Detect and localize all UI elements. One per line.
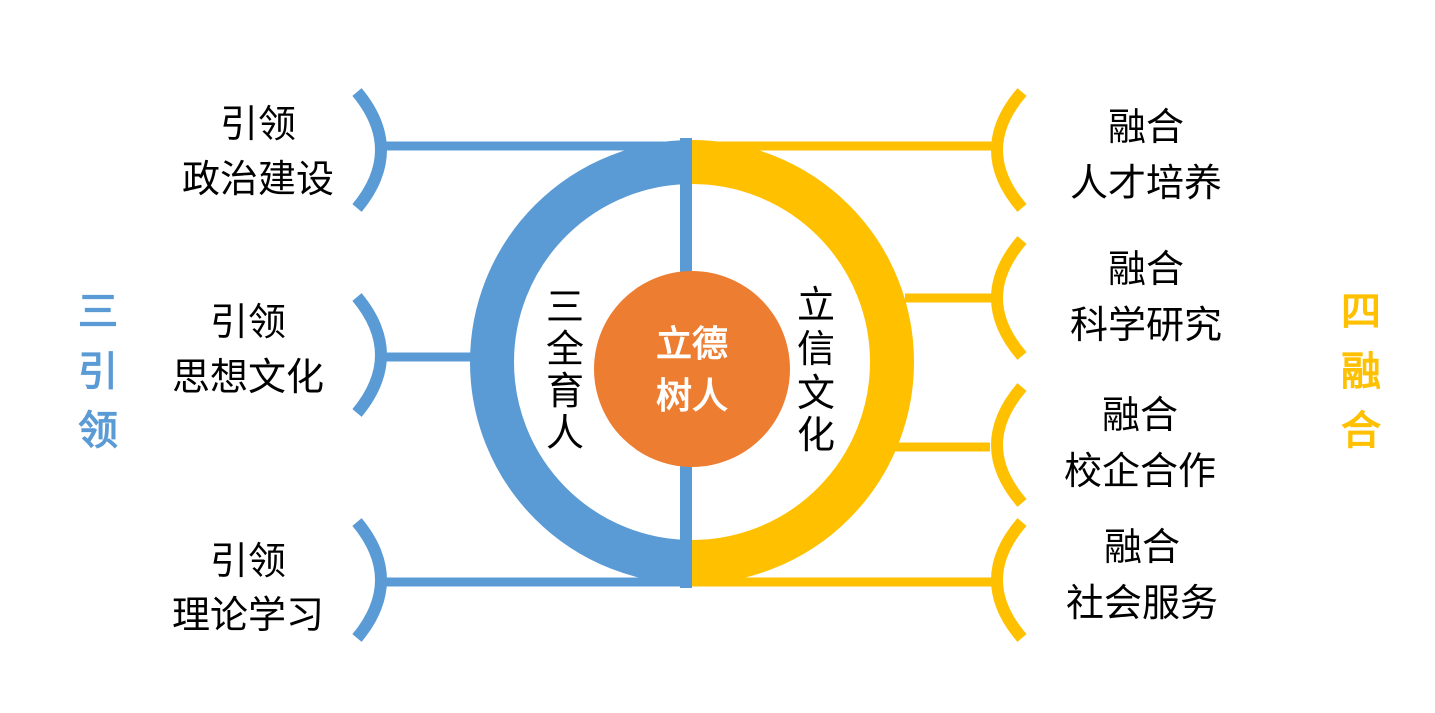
ring-char: 育: [546, 369, 584, 413]
bracket-arc: [352, 88, 387, 212]
bracket-arc: [991, 518, 1027, 642]
item-line2: 理论学习: [172, 593, 324, 637]
right-item: 融合 校企合作: [1064, 393, 1216, 493]
item-line2: 校企合作: [1064, 449, 1216, 493]
ring-right-half: [691, 140, 914, 584]
item-line1: 融合: [1104, 525, 1180, 569]
item-line2: 思想文化: [172, 355, 324, 399]
ring-char: 立: [797, 283, 835, 327]
left-connectors: [383, 141, 682, 587]
right-brackets: [991, 88, 1027, 642]
title-char: 领: [78, 408, 118, 454]
bracket-arc: [991, 383, 1027, 507]
item-line1: 引领: [220, 102, 296, 146]
bracket-arc: [352, 293, 387, 417]
left-item: 引领 理论学习: [172, 539, 324, 637]
item-line2: 政治建设: [182, 157, 334, 201]
ring-char: 化: [797, 413, 835, 457]
title-char: 三: [78, 289, 118, 335]
item-line2: 人才培养: [1070, 161, 1222, 205]
center-text-1: 立德: [656, 324, 728, 365]
item-line1: 融合: [1108, 105, 1184, 149]
left-ring-label: 三 全 育 人: [546, 285, 584, 455]
bracket-arc: [991, 236, 1027, 360]
item-line2: 社会服务: [1066, 581, 1218, 625]
right-item: 融合 人才培养: [1070, 105, 1222, 205]
ring-char: 三: [546, 285, 584, 329]
ring-char: 文: [797, 371, 835, 415]
item-line1: 引领: [210, 300, 286, 344]
ring-left-half: [470, 140, 693, 584]
item-line1: 引领: [210, 539, 286, 583]
left-title: 三 引 领: [78, 289, 118, 454]
right-title: 四 融 合: [1341, 289, 1381, 454]
bracket-arc: [991, 88, 1027, 212]
item-line2: 科学研究: [1070, 303, 1222, 347]
right-item: 融合 科学研究: [1070, 247, 1222, 347]
title-char: 引: [78, 349, 118, 395]
left-item: 引领 政治建设: [182, 102, 334, 201]
bracket-arc: [352, 518, 387, 642]
title-char: 融: [1341, 349, 1381, 395]
center-text-2: 树人: [656, 376, 728, 417]
left-item: 引领 思想文化: [172, 300, 324, 399]
title-char: 合: [1341, 408, 1381, 454]
center-circle: [594, 271, 790, 467]
item-line1: 融合: [1108, 247, 1184, 291]
title-char: 四: [1341, 289, 1381, 335]
ring-char: 全: [546, 327, 584, 371]
right-item: 融合 社会服务: [1066, 525, 1218, 625]
item-line1: 融合: [1102, 393, 1178, 437]
left-brackets: [352, 88, 387, 642]
ring-char: 人: [546, 411, 584, 455]
ring-char: 信: [797, 327, 835, 371]
right-ring-label: 立 信 文 化: [797, 283, 835, 457]
